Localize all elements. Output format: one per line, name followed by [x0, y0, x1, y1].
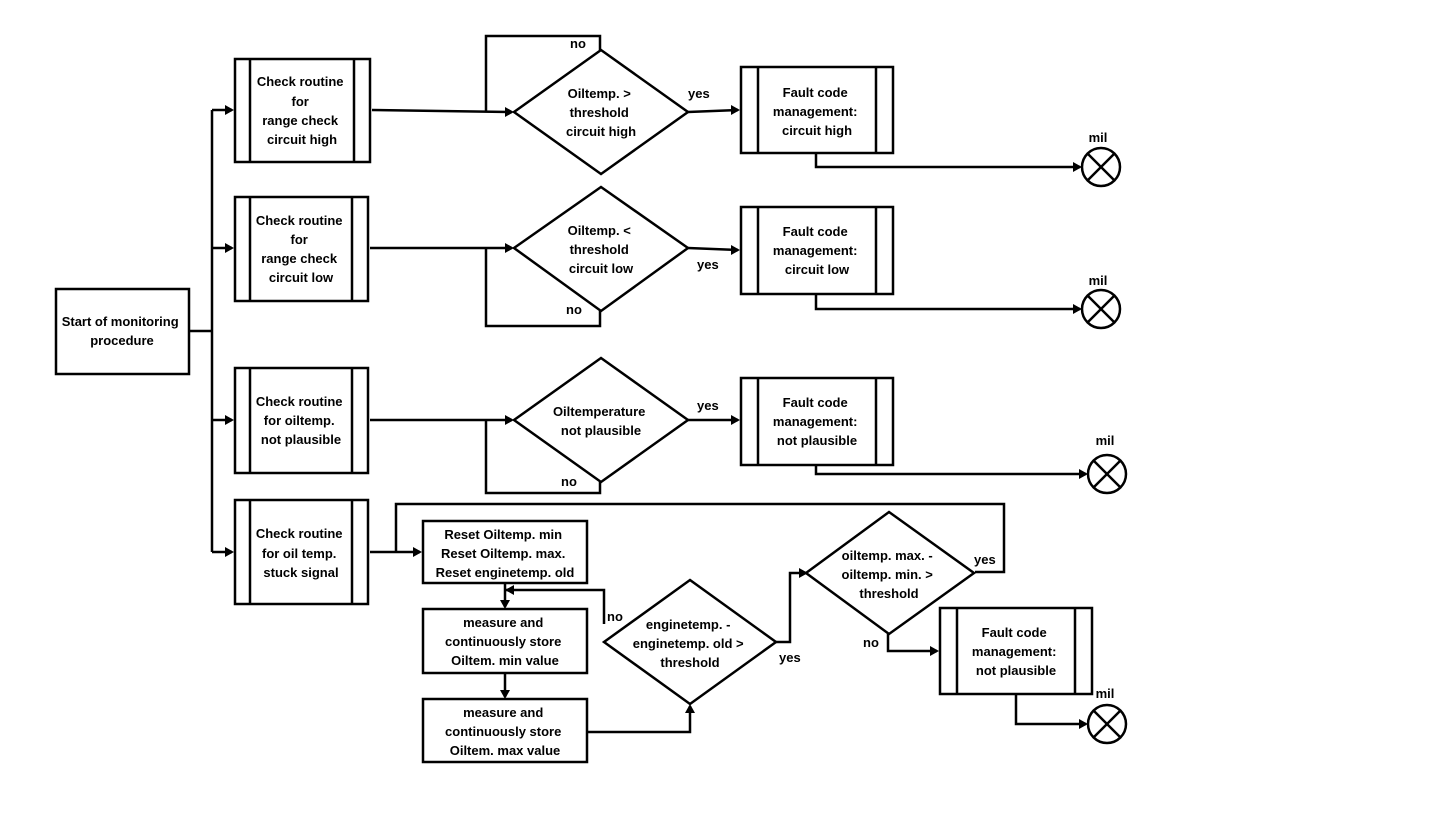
- decision-oiltemp-delta-text: oiltemp. max. - oiltemp. min. > threshol…: [842, 548, 937, 601]
- label-yes-engine: yes: [779, 650, 801, 665]
- arrow-dec-low: [505, 243, 514, 253]
- arrow-fault-stuck: [930, 646, 939, 656]
- arrow-dec-np: [505, 415, 514, 425]
- mil-lamp-4: mil: [1086, 686, 1128, 745]
- arrow-mil-2: [1073, 304, 1082, 314]
- arrow-measure-min: [500, 600, 510, 609]
- edge-dec-high-yes: [687, 108, 739, 114]
- check-routine-low: Check routine for range check circuit lo…: [233, 195, 370, 303]
- mil-lamp-1: mil: [1080, 130, 1122, 188]
- measure-max-box-text: measure and continuously store Oiltem. m…: [445, 705, 565, 758]
- decision-not-plausible: Oiltemperature not plausible: [511, 356, 691, 484]
- reset-box-text: Reset Oiltemp. min Reset Oiltemp. max. R…: [436, 527, 575, 580]
- fault-code-not-plausible: Fault code management: not plausible: [739, 376, 895, 467]
- start-box-text: Start of monitoring procedure: [62, 314, 183, 348]
- arrow-check-np: [225, 415, 234, 425]
- decision-circuit-high: Oiltemp. > threshold circuit high: [511, 48, 691, 176]
- arrow-mil-4: [1079, 719, 1088, 729]
- fault-code-circuit-high-text: Fault code management: circuit high: [773, 85, 861, 138]
- label-no-low: no: [566, 302, 582, 317]
- mil-label-2: mil: [1089, 273, 1108, 288]
- mil-lamp-2: mil: [1080, 273, 1122, 330]
- decision-circuit-high-text: Oiltemp. > threshold circuit high: [566, 86, 636, 139]
- edge-dec-np-no-loop: [484, 420, 602, 495]
- label-no-high: no: [570, 36, 586, 51]
- decision-not-plausible-text: Oiltemperature not plausible: [553, 404, 649, 438]
- fault-code-stuck-not-plausible-text: Fault code management: not plausible: [972, 625, 1060, 678]
- edge-dec-engine-no-loop: [505, 588, 606, 624]
- fault-code-stuck-not-plausible: Fault code management: not plausible: [938, 606, 1094, 696]
- check-routine-stuck-text: Check routine for oil temp. stuck signal: [256, 526, 346, 580]
- arrow-check-stuck: [225, 547, 234, 557]
- edge-dec-low-yes: [687, 246, 739, 252]
- edge-dec-engine-yes: [776, 571, 806, 644]
- fault-code-circuit-high: Fault code management: circuit high: [739, 65, 895, 155]
- arrow-mil-1: [1073, 162, 1082, 172]
- label-yes-np: yes: [697, 398, 719, 413]
- label-yes-oil: yes: [974, 552, 996, 567]
- check-routine-not-plausible: Check routine for oiltemp. not plausible: [233, 366, 370, 475]
- measure-min-box: measure and continuously store Oiltem. m…: [421, 607, 589, 675]
- edge-dec-high-no-loop: [484, 34, 602, 112]
- edge-fault-stuck-mil: [1014, 694, 1086, 726]
- mil-label-4: mil: [1096, 686, 1115, 701]
- decision-circuit-low-text: Oiltemp. < threshold circuit low: [568, 223, 635, 276]
- arrowheads: [225, 105, 1088, 729]
- arrow-reset: [413, 547, 422, 557]
- fault-code-circuit-low: Fault code management: circuit low: [739, 205, 895, 296]
- decision-enginetemp: enginetemp. - enginetemp. old > threshol…: [601, 578, 779, 706]
- fault-code-circuit-low-text: Fault code management: circuit low: [773, 224, 861, 277]
- measure-min-box-text: measure and continuously store Oiltem. m…: [445, 615, 565, 668]
- mil-label-3: mil: [1096, 433, 1115, 448]
- edge-dec-low-no-loop: [484, 248, 602, 328]
- arrow-fault-low: [731, 245, 740, 255]
- check-routine-stuck: Check routine for oil temp. stuck signal: [233, 498, 370, 606]
- arrow-engine-no: [505, 585, 514, 595]
- arrow-check-high: [225, 105, 234, 115]
- check-routine-low-text: Check routine for range check circuit lo…: [256, 213, 346, 285]
- start-box: Start of monitoring procedure: [54, 287, 191, 376]
- label-no-engine: no: [607, 609, 623, 624]
- edge-fault-np-mil: [814, 465, 1086, 476]
- arrow-fault-high: [731, 105, 740, 115]
- arrow-mil-3: [1079, 469, 1088, 479]
- edge-check-high-dec: [371, 108, 513, 114]
- measure-max-box: measure and continuously store Oiltem. m…: [421, 697, 589, 764]
- edge-fault-low-mil: [814, 294, 1080, 311]
- decision-oiltemp-delta: oiltemp. max. - oiltemp. min. > threshol…: [803, 510, 977, 636]
- arrow-measure-max: [500, 690, 510, 699]
- fault-code-not-plausible-text: Fault code management: not plausible: [773, 395, 861, 448]
- edge-dec-oil-no: [886, 634, 937, 653]
- check-routine-not-plausible-text: Check routine for oiltemp. not plausible: [256, 394, 346, 447]
- label-no-np: no: [561, 474, 577, 489]
- arrow-check-low: [225, 243, 234, 253]
- arrow-dec-high: [505, 107, 514, 117]
- arrow-dec-engine: [685, 704, 695, 713]
- edge-fault-high-mil: [814, 153, 1080, 169]
- mil-lamp-3: mil: [1086, 433, 1128, 495]
- arrow-fault-np: [731, 415, 740, 425]
- decision-enginetemp-text: enginetemp. - enginetemp. old > threshol…: [633, 617, 748, 670]
- edge-measure-max-dec-engine: [587, 706, 692, 734]
- check-routine-high-text: Check routine for range check circuit hi…: [257, 74, 347, 147]
- mil-label-1: mil: [1089, 130, 1108, 145]
- edge-labels: no yes yes no yes no no yes yes no: [561, 36, 996, 665]
- reset-box: Reset Oiltemp. min Reset Oiltemp. max. R…: [421, 519, 589, 585]
- label-yes-low: yes: [697, 257, 719, 272]
- decision-circuit-low: Oiltemp. < threshold circuit low: [511, 185, 691, 313]
- label-no-oil: no: [863, 635, 879, 650]
- label-yes-high: yes: [688, 86, 710, 101]
- edge-dec-oil-yes-loop: [394, 502, 1006, 574]
- arrow-dec-oil: [799, 568, 808, 578]
- check-routine-high: Check routine for range check circuit hi…: [233, 57, 372, 164]
